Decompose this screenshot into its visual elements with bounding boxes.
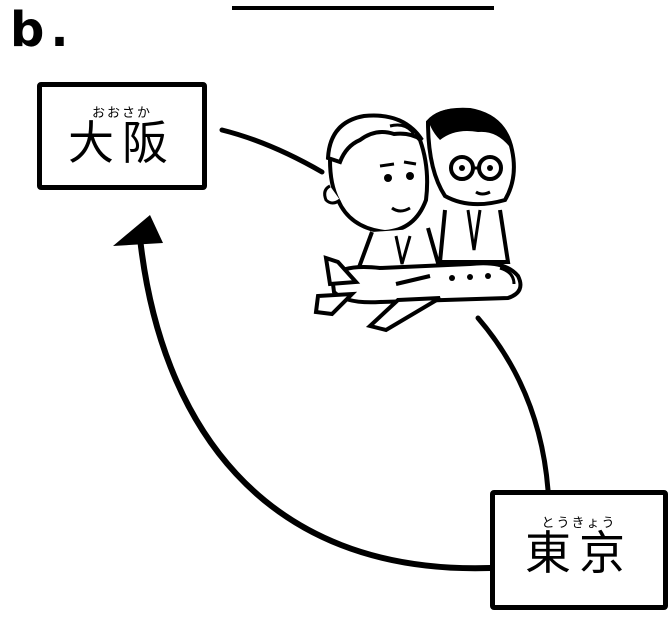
route-osaka-to-plane [219, 127, 325, 175]
osaka-box: おおさか 大阪 [37, 82, 207, 190]
arrowhead-icon [113, 215, 163, 246]
tokyo-box: とうきょう 東京 [490, 490, 668, 610]
tokyo-furigana: とうきょう [541, 516, 617, 531]
route-plane-to-tokyo [475, 315, 551, 493]
traveller-front [323, 113, 443, 272]
top-divider [232, 0, 494, 10]
return-arrow [137, 235, 493, 572]
tokyo-kanji: 東京 [525, 526, 633, 580]
airplane-icon [313, 255, 523, 333]
osaka-furigana: おおさか [91, 106, 152, 121]
traveller-with-glasses [425, 107, 516, 264]
osaka-kanji: 大阪 [68, 116, 176, 170]
panel-label: b. [10, 2, 75, 58]
